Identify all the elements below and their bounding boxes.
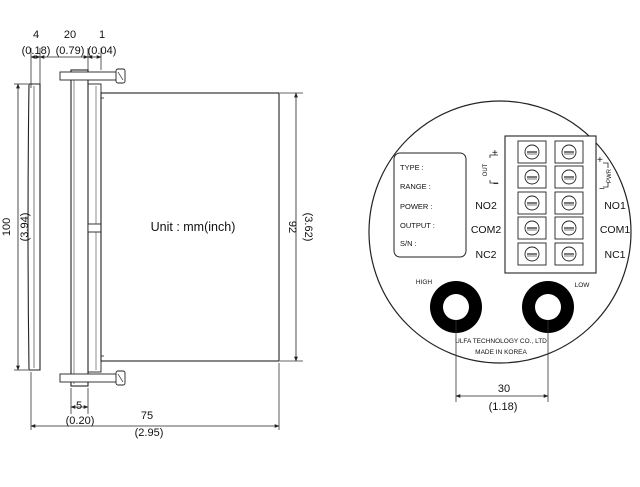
high-label: HIGH [416, 279, 433, 286]
nameplate-type: TYPE : [400, 163, 424, 172]
terminal-screw [554, 242, 584, 266]
dim-top-mm: 20 [64, 29, 76, 41]
terminal-screw [554, 140, 584, 164]
mounting-bracket [70, 69, 89, 387]
terminal-screw [554, 191, 584, 215]
dim-bottom-small-mm: 5 [76, 400, 82, 412]
terminal-label-nc2: NC2 [475, 249, 496, 261]
terminal-label-nc1: NC1 [604, 249, 625, 261]
nameplate-range: RANGE : [400, 182, 431, 191]
out-plus-sign: + [492, 148, 498, 159]
dim-top-mm: 1 [99, 29, 105, 41]
dim-left-mm: 100 [1, 218, 13, 236]
dim-bottom-small-inch: (0.20) [66, 415, 95, 427]
terminal-screw [517, 191, 547, 215]
pwr-plus-sign: + [597, 155, 603, 166]
unit-label: Unit : mm(inch) [151, 220, 236, 234]
company-label: ULFA TECHNOLOGY CO., LTD [455, 338, 547, 345]
nameplate-power: POWER : [400, 202, 433, 211]
dim-bottom-total-mm: 75 [141, 410, 153, 422]
out-label: OUT [483, 163, 489, 176]
out-minus-sign: − [493, 179, 499, 190]
terminal-screws [517, 140, 584, 266]
dim-left-inch: (3.94) [19, 213, 31, 242]
high-port [430, 281, 482, 333]
side-view: 4 (0.18) 20 (0.79) 1 (0.04) [1, 29, 314, 439]
dim-top-mm: 4 [33, 29, 39, 41]
pwr-label: PWR [607, 168, 613, 183]
dim-bottom-total-inch: (2.95) [135, 427, 164, 439]
rear-view: TYPE : RANGE : POWER : OUTPUT : S/N : OU… [368, 100, 632, 413]
terminal-label-no1: NO1 [604, 200, 626, 212]
dim-right-mm: 92 [286, 221, 298, 233]
nameplate-sn: S/N : [400, 239, 417, 248]
screw-bottom [59, 370, 126, 386]
dim-ports-mm: 30 [498, 383, 510, 395]
terminal-screw [517, 216, 547, 240]
low-label: LOW [575, 282, 591, 289]
terminal-screw [554, 216, 584, 240]
dim-ports-inch: (1.18) [489, 401, 518, 413]
dim-top-inch: (0.04) [88, 45, 117, 57]
dim-top-inch: (0.18) [22, 45, 51, 57]
nameplate-output: OUTPUT : [400, 221, 435, 230]
dim-right-inch: (3.62) [302, 213, 314, 242]
terminal-label-com1: COM1 [600, 224, 630, 236]
terminal-label-com2: COM2 [471, 224, 501, 236]
bezel-flange [27, 83, 41, 371]
terminal-label-no2: NO2 [475, 200, 497, 212]
made-in-label: MADE IN KOREA [475, 349, 527, 356]
dim-top-inch: (0.79) [56, 45, 85, 57]
screw-top [59, 68, 126, 84]
pwr-minus-sign: − [599, 184, 605, 195]
terminal-screw [517, 140, 547, 164]
terminal-screw [554, 165, 584, 189]
nameplate [393, 152, 467, 258]
terminal-screw [517, 242, 547, 266]
terminal-screw [517, 165, 547, 189]
low-port [522, 281, 574, 333]
meter-body [100, 92, 280, 362]
